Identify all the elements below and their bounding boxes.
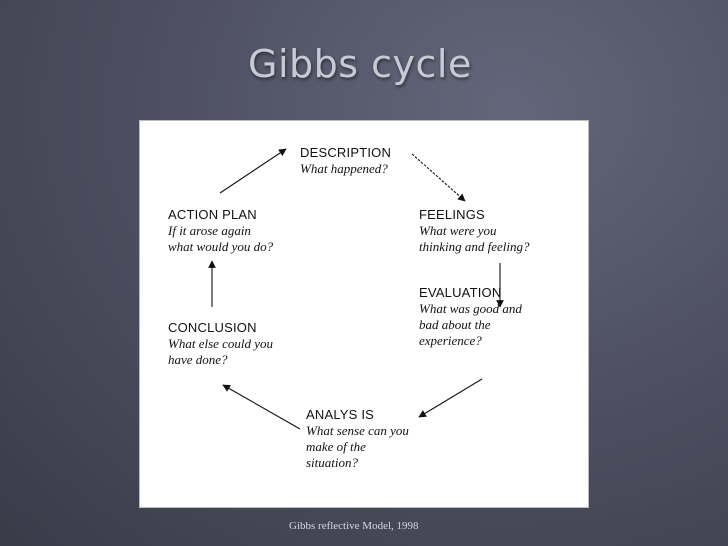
- node-analysis-name: ANALYS IS: [306, 407, 375, 422]
- node-analysis-question-line-1: What sense can you: [306, 423, 409, 438]
- node-conclusion-name: CONCLUSION: [168, 320, 257, 335]
- node-action-plan-question-line-2: what would you do?: [168, 239, 274, 254]
- node-conclusion: CONCLUSION What else could you have done…: [168, 320, 273, 368]
- node-conclusion-question-line-2: have done?: [168, 352, 228, 367]
- arrow-action-plan-to-description: [219, 148, 287, 194]
- node-feelings-name: FEELINGS: [419, 207, 485, 222]
- node-feelings: FEELINGS What were you thinking and feel…: [419, 207, 529, 255]
- node-evaluation: EVALUATION What was good and bad about t…: [419, 285, 522, 349]
- node-evaluation-question-line-2: bad about the: [419, 317, 491, 332]
- node-analysis: ANALYS IS What sense can you make of the…: [306, 407, 409, 471]
- slide-title: Gibbs cycle: [248, 42, 472, 86]
- node-description: DESCRIPTION What happened?: [300, 145, 391, 177]
- node-evaluation-name: EVALUATION: [419, 285, 502, 300]
- node-analysis-question-line-3: situation?: [306, 455, 359, 470]
- node-conclusion-question-line-1: What else could you: [168, 336, 274, 351]
- node-analysis-question-line-2: make of the: [306, 439, 366, 454]
- node-evaluation-question-line-3: experience?: [419, 333, 482, 348]
- node-feelings-question-line-1: What were you: [419, 223, 497, 238]
- gibbs-cycle-diagram: DESCRIPTION What happened? FEELINGS What…: [139, 120, 589, 508]
- node-action-plan-name: ACTION PLAN: [168, 207, 257, 222]
- node-description-question-line-1: What happened?: [300, 161, 388, 176]
- arrow-analysis-to-conclusion: [222, 384, 301, 430]
- arrow-description-to-feelings: [411, 153, 466, 202]
- node-action-plan-question-line-1: If it arose again: [168, 223, 251, 238]
- node-feelings-question-line-2: thinking and feeling?: [419, 239, 530, 254]
- arrow-evaluation-to-analysis: [418, 378, 483, 418]
- cycle-arrows: [208, 148, 504, 430]
- node-action-plan: ACTION PLAN If it arose again what would…: [168, 207, 273, 255]
- diagram-caption: Gibbs reflective Model, 1998: [289, 520, 419, 532]
- node-description-name: DESCRIPTION: [300, 145, 392, 160]
